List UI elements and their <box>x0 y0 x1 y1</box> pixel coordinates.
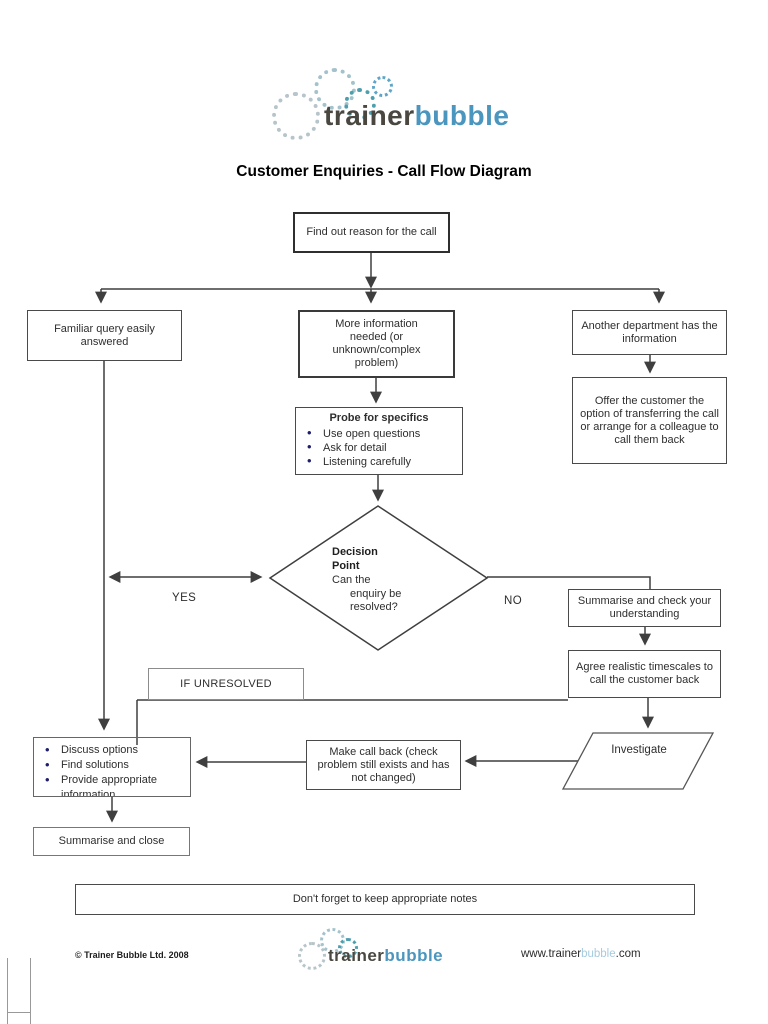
bubble-ring-icon <box>372 76 393 97</box>
node-summarise-check: Summarise and check your understanding <box>568 589 721 627</box>
node-find-reason: Find out reason for the call <box>293 212 450 253</box>
decision-question: Can the enquiry be resolved? <box>332 574 402 613</box>
bullet-item: Ask for detail <box>296 440 462 455</box>
logo-word-trainer: trainer <box>324 100 415 131</box>
bullet-item: Find solutions <box>34 757 190 773</box>
node-probe-for-specifics: Probe for specifics Use open questionsAs… <box>295 407 463 475</box>
discuss-bullet-list: Discuss optionsFind solutionsProvide app… <box>34 742 190 796</box>
bubble-ring-icon <box>338 938 358 958</box>
decision-diamond <box>268 505 489 651</box>
node-label: Find out reason for the call <box>306 226 437 238</box>
footer-copyright: © Trainer Bubble Ltd. 2008 <box>75 950 189 960</box>
node-label: Summarise and close <box>58 835 165 847</box>
decision-title: Decision Point <box>332 546 378 572</box>
logo-word-bubble: bubble <box>384 946 444 965</box>
footer-trainerbubble-logo: trainerbubble <box>296 926 486 970</box>
node-label: Summarise and check your understanding <box>577 595 712 620</box>
bubble-ring-icon <box>298 942 326 970</box>
trainerbubble-logo: trainerbubble <box>268 62 509 140</box>
page-edge-artifact <box>7 958 8 1024</box>
node-label: Another department has the information <box>581 319 718 345</box>
node-label: Make call back (check problem still exis… <box>317 745 450 784</box>
url-prefix: www.trainer <box>521 948 582 960</box>
node-label: Familiar query easily answered <box>54 322 155 348</box>
bullet-item: Use open questions <box>296 426 462 441</box>
bubble-ring-icon <box>272 92 320 140</box>
node-label: More information needed (or unknown/comp… <box>332 318 421 369</box>
page-edge-artifact <box>7 1012 31 1013</box>
probe-bullet-list: Use open questionsAsk for detailListenin… <box>296 426 462 469</box>
node-label: Agree realistic timescales to call the c… <box>576 661 713 686</box>
node-familiar-query: Familiar query easily answered <box>27 310 182 361</box>
logo-wordmark: trainerbubble <box>328 946 443 966</box>
url-suffix: .com <box>615 948 641 960</box>
bullet-item: Discuss options <box>34 742 190 758</box>
node-summarise-close: Summarise and close <box>33 827 190 856</box>
investigate-parallelogram <box>561 732 715 790</box>
line-no-to-check <box>487 576 651 589</box>
node-make-call-back: Make call back (check problem still exis… <box>306 740 461 790</box>
bullet-item: Listening carefully <box>296 454 462 469</box>
no-branch-label: NO <box>504 595 523 607</box>
page-edge-artifact <box>30 958 31 1024</box>
logo-word-trainer: trainer <box>328 946 385 965</box>
bullet-item: Provide appropriate information <box>34 772 190 796</box>
url-bubble: bubble <box>581 948 616 960</box>
node-another-department: Another department has the information <box>572 310 727 355</box>
node-agree-timescales: Agree realistic timescales to call the c… <box>568 650 721 698</box>
logo-word-bubble: bubble <box>414 100 510 131</box>
logo-wordmark: trainerbubble <box>324 100 509 132</box>
node-label: IF UNRESOLVED <box>180 677 272 690</box>
node-offer-customer: Offer the customer the option of transfe… <box>572 377 727 464</box>
node-if-unresolved: IF UNRESOLVED <box>148 668 304 700</box>
yes-branch-label: YES <box>172 592 197 604</box>
node-discuss-options: Discuss optionsFind solutionsProvide app… <box>33 737 191 797</box>
footer-website-url: www.trainerbubble.com <box>521 948 641 960</box>
page-title: Customer Enquiries - Call Flow Diagram <box>236 163 532 180</box>
node-label: Don't forget to keep appropriate notes <box>292 893 478 905</box>
node-investigate-label: Investigate <box>611 744 667 756</box>
decision-point-text: Decision Point Can the enquiry be resolv… <box>332 546 452 615</box>
node-notes-reminder: Don't forget to keep appropriate notes <box>75 884 695 915</box>
node-label: Offer the customer the option of transfe… <box>580 394 719 446</box>
bubble-ring-icon <box>344 88 376 120</box>
node-title: Probe for specifics <box>329 412 429 424</box>
node-more-information: More information needed (or unknown/comp… <box>298 310 455 378</box>
